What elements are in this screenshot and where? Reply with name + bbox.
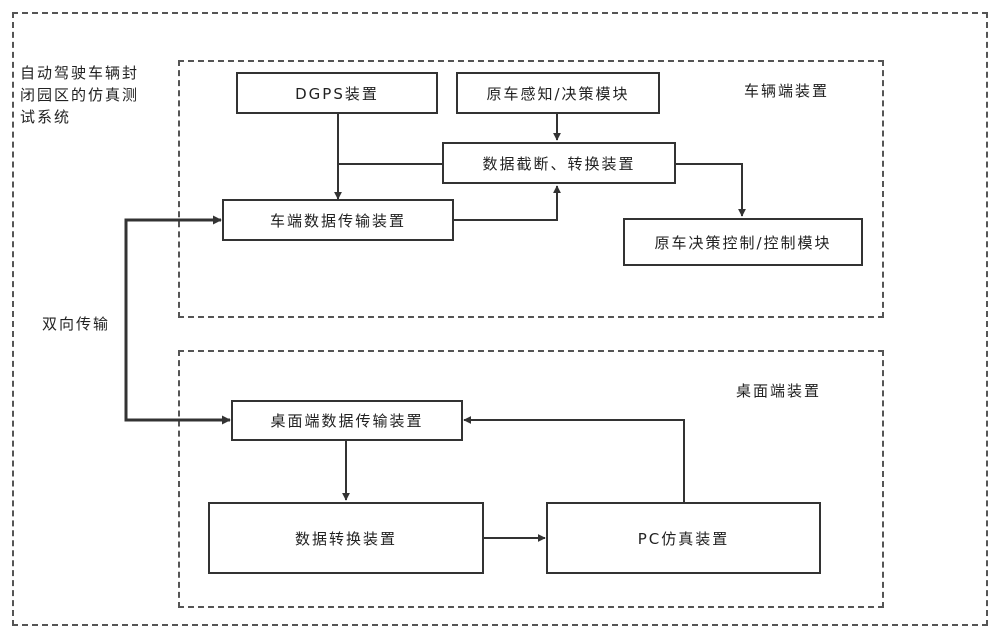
vehicle-group-frame: [178, 60, 884, 318]
arrow-vehicle-transfer-to-intercept: [453, 185, 561, 221]
arrow-intercept-to-decision-control: [674, 163, 746, 217]
desktop-transfer-box: 桌面端数据传输装置: [231, 400, 463, 441]
data-intercept-box: 数据截断、转换装置: [442, 142, 676, 184]
arrow-pc-sim-to-desktop-transfer: [463, 416, 685, 502]
dgps-box: DGPS装置: [236, 72, 438, 114]
system-title-line-1: 自动驾驶车辆封: [20, 64, 140, 82]
desktop-group-frame: [178, 350, 884, 608]
system-title-line-2: 闭园区的仿真测: [20, 86, 140, 104]
perception-decision-box: 原车感知/决策模块: [456, 72, 660, 114]
link-bidirectional-to-vehicle: [124, 215, 222, 417]
system-title: 自动驾驶车辆封 闭园区的仿真测 试系统: [20, 62, 139, 128]
vehicle-group-label: 车辆端装置: [744, 82, 830, 100]
vehicle-transfer-box: 车端数据传输装置: [222, 199, 454, 241]
link-bidirectional-to-desktop: [124, 300, 231, 425]
data-convert-box: 数据转换装置: [208, 502, 484, 574]
desktop-group-label: 桌面端装置: [736, 382, 822, 400]
decision-control-box: 原车决策控制/控制模块: [623, 218, 863, 266]
pc-sim-box: PC仿真装置: [546, 502, 821, 574]
bidirectional-link-label: 双向传输: [42, 315, 111, 333]
system-frame: [12, 12, 988, 626]
system-title-line-3: 试系统: [20, 108, 72, 126]
